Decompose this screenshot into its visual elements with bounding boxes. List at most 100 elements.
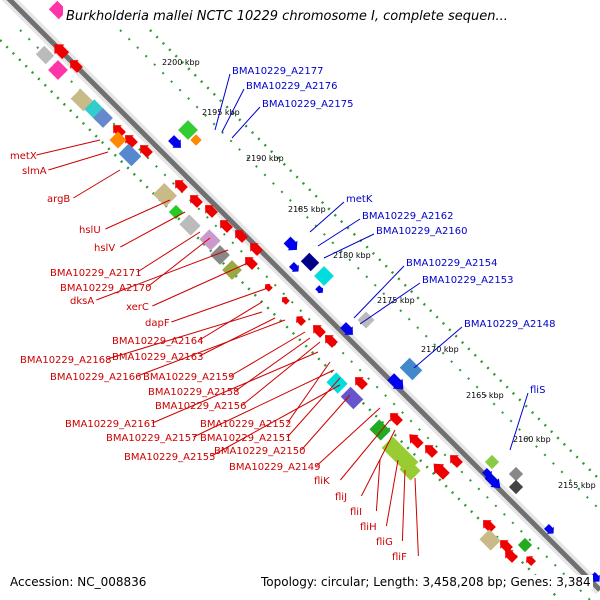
forward-gene-label[interactable]: metK [346, 194, 373, 205]
gene-feature[interactable] [508, 479, 524, 495]
reverse-gene-label[interactable]: BMA10229_A2168 [20, 355, 111, 366]
reverse-gene-label[interactable]: dksA [70, 296, 94, 307]
reverse-gene-label[interactable]: fliH [360, 522, 377, 533]
reverse-gene-label[interactable]: BMA10229_A2151 [200, 433, 291, 444]
gene-arrow[interactable] [315, 285, 324, 294]
reverse-gene-label[interactable]: BMA10229_A2161 [65, 419, 156, 430]
gene-arrow[interactable] [433, 463, 450, 480]
gene-feature[interactable] [190, 134, 202, 146]
reverse-gene-label[interactable]: metX [10, 151, 37, 162]
gene-feature[interactable] [517, 537, 533, 553]
reverse-gene-label[interactable]: xerC [126, 302, 149, 313]
gene-arrow[interactable] [125, 135, 138, 148]
gene-feature[interactable] [508, 466, 524, 482]
gene-feature[interactable] [326, 372, 348, 394]
gene-arrow[interactable] [505, 550, 518, 563]
gene-arrow[interactable] [190, 195, 203, 208]
gene-feature[interactable] [179, 214, 201, 236]
gene-arrow[interactable] [340, 322, 353, 335]
forward-gene-label[interactable]: BMA10229_A2153 [422, 275, 513, 286]
forward-gene-label[interactable]: BMA10229_A2162 [362, 211, 453, 222]
gene-feature[interactable] [178, 120, 198, 140]
gene-arrow[interactable] [355, 377, 368, 390]
gene-feature[interactable] [70, 88, 94, 112]
gene-arrow[interactable] [113, 125, 126, 138]
gene-arrow[interactable] [245, 257, 258, 270]
gene-arrow[interactable] [205, 205, 218, 218]
gene-arrow[interactable] [264, 283, 273, 292]
gene-arrow[interactable] [387, 373, 404, 390]
reverse-gene-label[interactable]: fliI [350, 507, 362, 518]
reverse-gene-label[interactable]: BMA10229_A2155 [124, 452, 215, 463]
reverse-gene-label[interactable]: BMA10229_A2157 [106, 433, 197, 444]
gene-arrow[interactable] [450, 455, 463, 468]
gene-feature[interactable] [369, 419, 391, 441]
gene-arrow[interactable] [390, 413, 403, 426]
gene-arrow[interactable] [484, 472, 501, 489]
gene-arrow[interactable] [168, 135, 181, 148]
gene-arrow[interactable] [590, 572, 600, 582]
gene-arrow[interactable] [54, 44, 70, 60]
reverse-gene-label[interactable]: BMA10229_A2164 [112, 336, 203, 347]
gene-feature[interactable] [48, 0, 68, 20]
gene-arrow[interactable] [526, 556, 536, 566]
reverse-gene-label[interactable]: BMA10229_A2156 [155, 401, 246, 412]
reverse-gene-label[interactable]: BMA10229_A2158 [148, 387, 239, 398]
reverse-gene-label[interactable]: fliK [314, 476, 330, 487]
gene-arrow[interactable] [425, 445, 438, 458]
gene-arrow[interactable] [483, 520, 496, 533]
reverse-gene-label[interactable]: slmA [22, 166, 47, 177]
gene-feature[interactable] [484, 454, 500, 470]
gene-feature[interactable] [479, 529, 501, 551]
gene-feature[interactable] [314, 266, 334, 286]
forward-gene-label[interactable]: BMA10229_A2160 [376, 226, 467, 237]
reverse-gene-label[interactable]: argB [47, 194, 70, 205]
reverse-gene-label[interactable]: hslU [79, 225, 101, 236]
reverse-gene-label[interactable]: BMA10229_A2152 [200, 419, 291, 430]
gene-feature[interactable] [399, 459, 421, 481]
reverse-gene-label[interactable]: BMA10229_A2149 [229, 462, 320, 473]
forward-gene-label[interactable]: BMA10229_A2175 [262, 99, 353, 110]
gene-arrow[interactable] [544, 524, 554, 534]
gene-arrow[interactable] [70, 60, 83, 73]
gene-feature[interactable] [168, 204, 184, 220]
gene-arrow[interactable] [250, 243, 263, 256]
reverse-gene-label[interactable]: hslV [94, 243, 115, 254]
gene-feature[interactable] [153, 183, 177, 207]
gene-feature[interactable] [118, 143, 142, 167]
gene-feature[interactable] [399, 357, 423, 381]
gene-arrow[interactable] [325, 335, 338, 348]
reverse-gene-label[interactable]: fliF [392, 552, 407, 563]
forward-gene-label[interactable]: BMA10229_A2177 [232, 66, 323, 77]
reverse-gene-label[interactable]: fliG [376, 537, 393, 548]
gene-arrow[interactable] [500, 540, 513, 553]
reverse-gene-label[interactable]: BMA10229_A2159 [143, 372, 234, 383]
gene-arrow[interactable] [296, 316, 306, 326]
reverse-gene-label[interactable]: BMA10229_A2170 [60, 283, 151, 294]
gene-feature[interactable] [340, 386, 364, 410]
reverse-gene-label[interactable]: BMA10229_A2163 [112, 352, 203, 363]
gene-arrow[interactable] [283, 236, 298, 251]
forward-gene-label[interactable]: BMA10229_A2154 [406, 258, 497, 269]
gene-feature[interactable] [300, 252, 320, 272]
gene-feature[interactable] [48, 60, 68, 80]
reverse-gene-label[interactable]: BMA10229_A2171 [50, 268, 141, 279]
reverse-gene-label[interactable]: BMA10229_A2166 [50, 372, 141, 383]
gene-arrow[interactable] [140, 145, 153, 158]
gene-arrow[interactable] [235, 230, 248, 243]
reverse-gene-label[interactable]: BMA10229_A2150 [214, 446, 305, 457]
gene-feature[interactable] [199, 229, 221, 251]
reverse-gene-label[interactable]: fliJ [335, 492, 347, 503]
reverse-gene-label[interactable]: dapF [145, 318, 170, 329]
gene-arrow[interactable] [220, 220, 233, 233]
gene-feature[interactable] [93, 108, 113, 128]
forward-gene-label[interactable]: fliS [530, 385, 545, 396]
gene-feature[interactable] [210, 245, 230, 265]
gene-feature[interactable] [109, 131, 127, 149]
gene-arrow[interactable] [289, 262, 299, 272]
gene-arrow[interactable] [281, 296, 290, 305]
gene-arrow[interactable] [175, 180, 188, 193]
gene-feature[interactable] [35, 45, 55, 65]
forward-gene-label[interactable]: BMA10229_A2148 [464, 319, 555, 330]
gene-arrow[interactable] [409, 434, 424, 449]
